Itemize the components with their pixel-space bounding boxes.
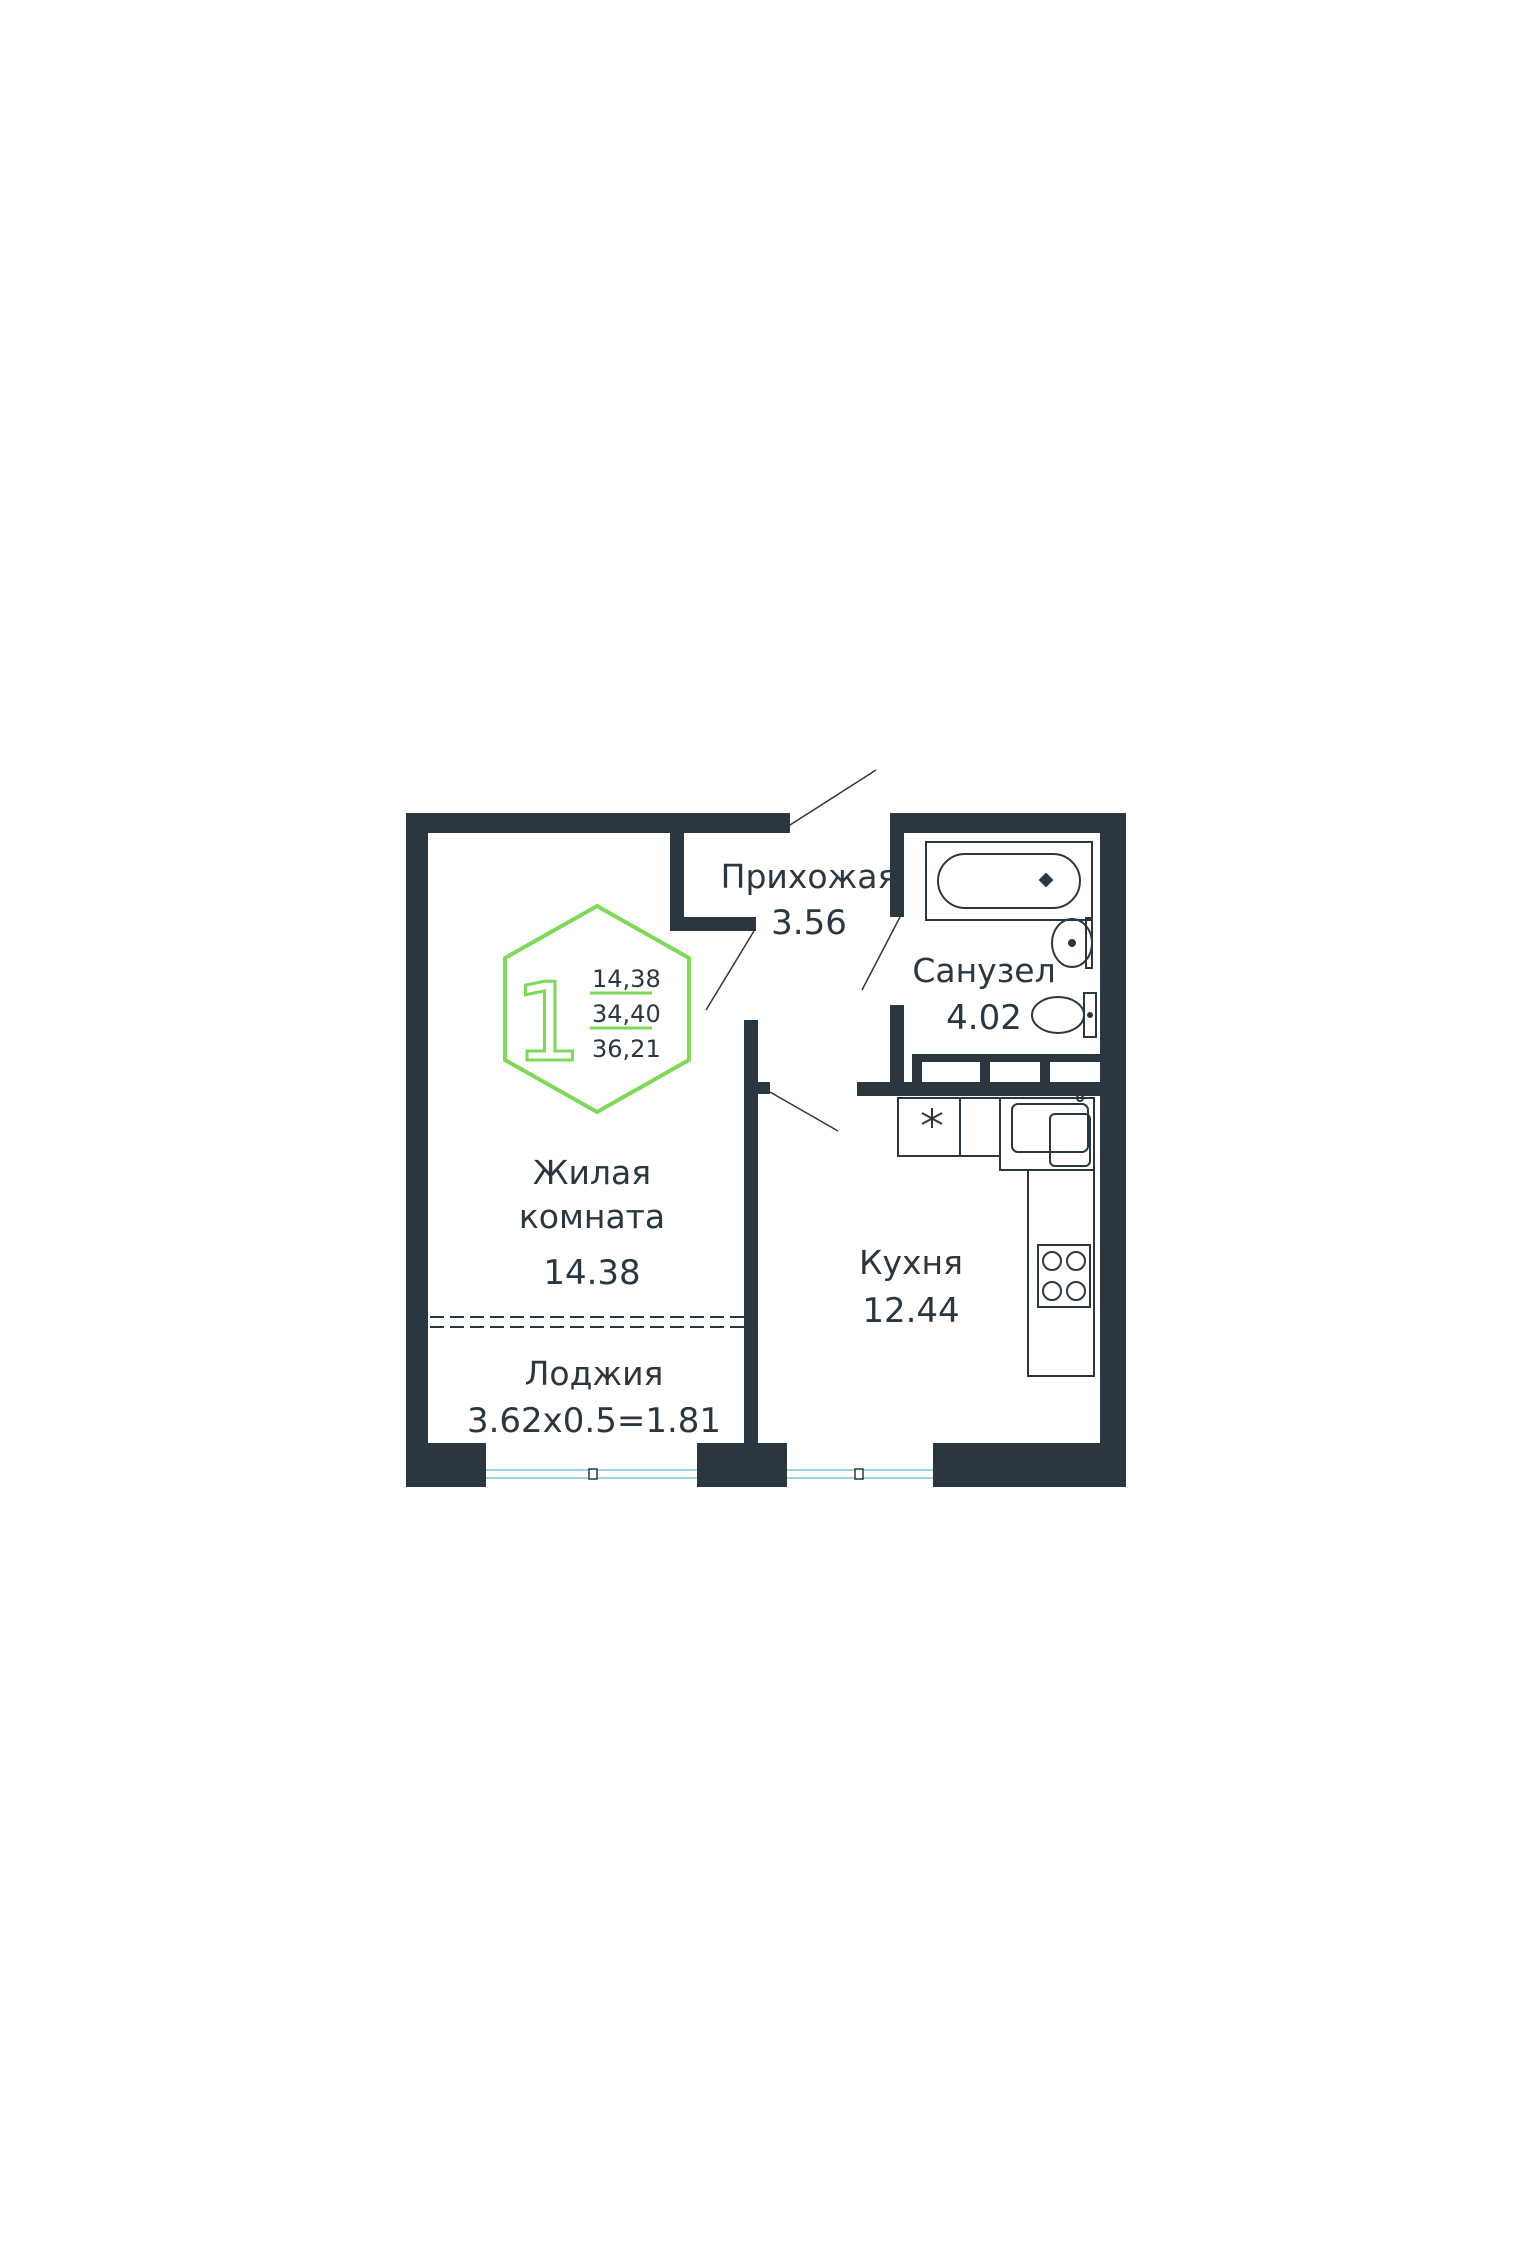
badge-total-with-loggia: 36,21: [592, 1035, 661, 1063]
apartment-badge: 1 14,38 34,40 36,21: [503, 903, 691, 1115]
loggia-name: Лоджия: [525, 1354, 664, 1393]
toilet-icon: [1031, 992, 1097, 1038]
hallway-area: 3.56: [771, 903, 847, 943]
kitchen-area: 12.44: [862, 1291, 959, 1331]
hallway-name: Прихожая: [721, 857, 898, 896]
badge-living-area: 14,38: [592, 965, 661, 993]
badge-total-area: 34,40: [592, 1000, 661, 1028]
badge-room-count: 1: [514, 961, 583, 1086]
kitchen-sink-icon: [1011, 1094, 1091, 1167]
window-handles: [588, 1468, 864, 1480]
bathtub-icon: [925, 841, 1093, 921]
bathroom-area: 4.02: [946, 998, 1022, 1038]
kitchen-name: Кухня: [859, 1243, 963, 1282]
sink-icon: [1051, 917, 1093, 969]
door-swings: [705, 769, 901, 1132]
kitchen-cabinet-icon: [897, 1097, 1095, 1377]
stove-icon: [1037, 1244, 1091, 1308]
living-room-area: 14.38: [543, 1253, 640, 1293]
walls: [406, 813, 1126, 1487]
living-room-name-line2: комната: [519, 1197, 665, 1236]
living-room-name-line1: Жилая: [533, 1153, 651, 1192]
badge-hexagon: [503, 903, 691, 1115]
bathroom-name: Санузел: [912, 951, 1055, 990]
loggia-area: 3.62x0.5=1.81: [467, 1401, 721, 1441]
room-labels: Прихожая 3.56 Санузел 4.02 Жилая комната…: [467, 857, 1056, 1441]
loggia-divider: [430, 1316, 744, 1328]
